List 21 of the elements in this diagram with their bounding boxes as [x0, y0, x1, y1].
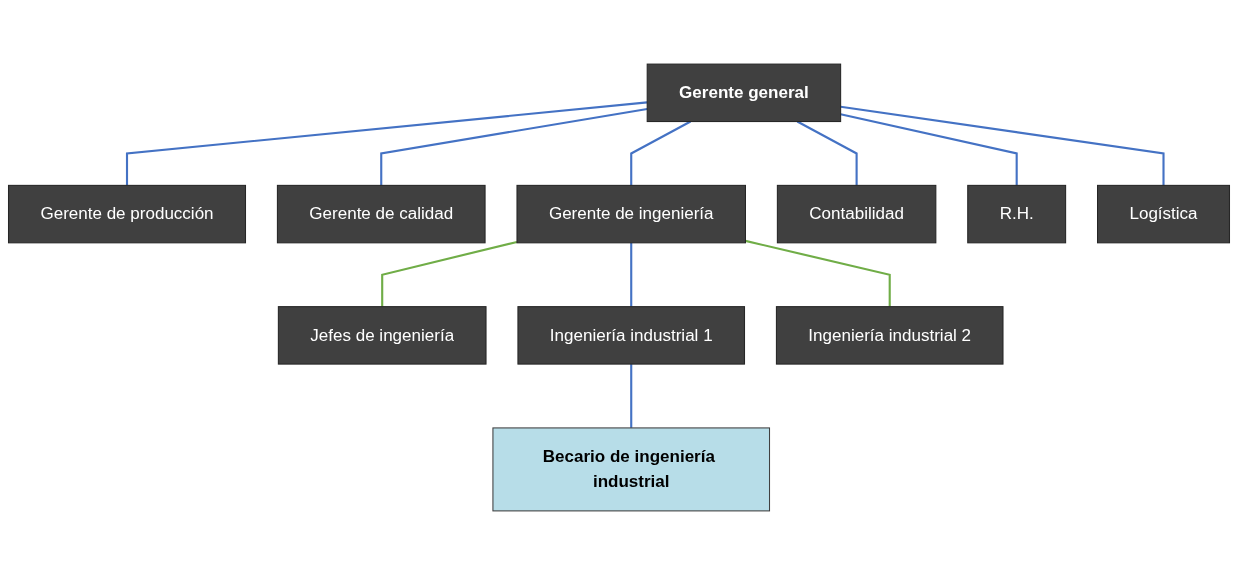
connector — [840, 105, 1165, 186]
node-box: Ingeniería industrial 1 — [517, 306, 746, 365]
connector — [125, 101, 648, 186]
node-box: Contabilidad — [776, 184, 937, 244]
node-box: Gerente de producción — [7, 184, 247, 244]
node-box: Gerente de calidad — [276, 184, 486, 244]
node-box: Gerente de ingeniería — [516, 184, 746, 244]
node-box: Becario de ingeniería industrial — [492, 427, 771, 512]
connector — [630, 120, 692, 186]
node-box: Ingeniería industrial 2 — [775, 306, 1004, 365]
connector — [630, 364, 633, 428]
node-box: Gerente general — [646, 63, 842, 123]
node-box: R.H. — [967, 184, 1067, 244]
connector — [840, 113, 1018, 186]
node-box: Jefes de ingeniería — [277, 306, 487, 365]
connector — [796, 120, 858, 186]
connector — [630, 242, 633, 307]
connector — [380, 107, 648, 186]
node-box: Logística — [1097, 184, 1230, 244]
connector — [381, 240, 518, 307]
connector — [745, 239, 891, 307]
